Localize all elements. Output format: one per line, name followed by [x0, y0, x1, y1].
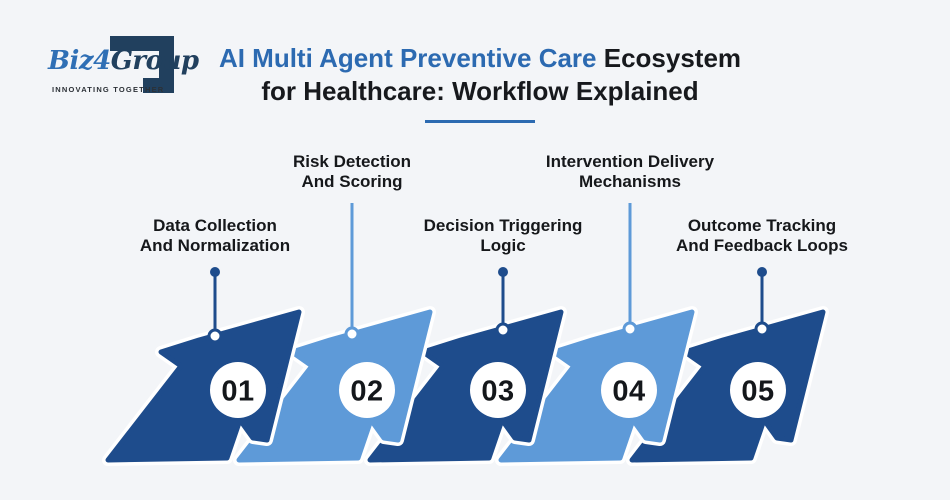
connector-step-3: [495, 267, 511, 338]
title-highlight: AI Multi Agent Preventive Care: [218, 43, 597, 73]
brand-name: Biz4Group: [48, 46, 199, 76]
step-number-circle-2: [339, 362, 395, 418]
title-underline: [425, 120, 535, 123]
page-title: AI Multi Agent Preventive Care Ecosystem…: [190, 42, 770, 123]
step-badge-2: 02: [339, 362, 395, 418]
title-suffix: Ecosystem: [596, 43, 742, 73]
connector-ring-4: [622, 321, 638, 337]
step-badge-3: 03: [470, 362, 526, 418]
arrow-step-1: [108, 312, 299, 460]
logo-bracket-icon: [110, 36, 174, 93]
step-number-circle-3: [470, 362, 526, 418]
step-number-2: 02: [350, 375, 383, 407]
connector-ring-2: [344, 326, 360, 342]
step-number-circle-1: [210, 362, 266, 418]
step-number-1: 01: [221, 375, 254, 407]
brand-name-digit: 4: [93, 46, 111, 76]
connector-ring-5: [754, 321, 770, 337]
connector-dot-1: [210, 267, 220, 277]
step-label-5: Outcome Tracking And Feedback Loops: [676, 216, 848, 255]
title-line-1: AI Multi Agent Preventive Care Ecosystem: [219, 42, 741, 75]
step-number-3: 03: [481, 375, 514, 407]
connector-step-4: [622, 203, 638, 337]
connector-step-5: [754, 267, 770, 337]
step-number-5: 05: [741, 375, 774, 407]
brand-name-prefix: Biz: [48, 46, 94, 76]
step-label-1: Data Collection And Normalization: [139, 216, 291, 255]
step-badge-5: 05: [730, 362, 786, 418]
step-label-2: Risk Detection And Scoring: [292, 152, 412, 191]
brand-tagline: INNOVATING TOGETHER: [52, 85, 165, 94]
step-number-circle-4: [601, 362, 657, 418]
step-badge-1: 01: [210, 362, 266, 418]
step-badge-4: 04: [601, 362, 657, 418]
connector-dot-5: [757, 267, 767, 277]
brand-name-suffix: Group: [110, 46, 199, 76]
connector-ring-1: [207, 328, 223, 344]
connector-dot-3: [498, 267, 508, 277]
connector-ring-3: [495, 322, 511, 338]
step-number-circle-5: [730, 362, 786, 418]
step-label-3: Decision Triggering Logic: [423, 216, 583, 255]
title-line-2: for Healthcare: Workflow Explained: [261, 76, 699, 106]
step-number-4: 04: [612, 375, 645, 407]
connector-step-2: [344, 203, 360, 342]
step-label-4: Intervention Delivery Mechanisms: [545, 152, 715, 191]
connector-step-1: [207, 267, 223, 344]
brand-logo: Biz4Group INNOVATING TOGETHER: [22, 12, 199, 97]
